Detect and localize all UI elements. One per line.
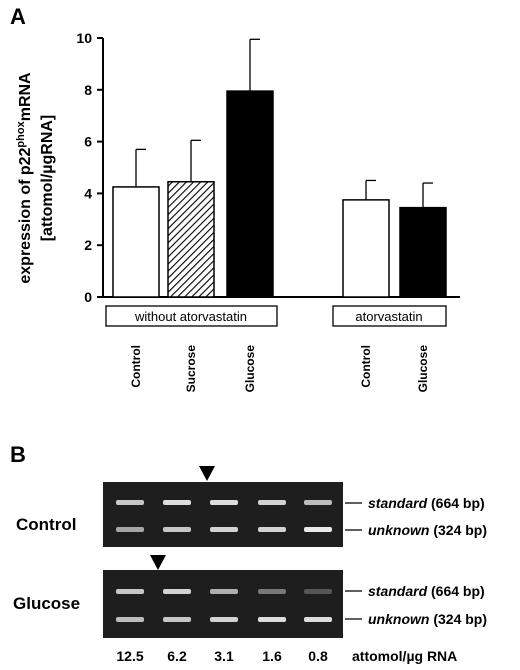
marker-arrow-3-1 [199,466,215,481]
y-label-unit: [attomol/µgRNA] [39,115,56,242]
conc-label: 1.6 [262,648,282,664]
concentration-labels: 12.5 6.2 3.1 1.6 0.8 [116,648,328,664]
gel-band-standard [210,500,238,505]
category-label: Glucose [416,345,430,393]
gel-band-standard [163,589,191,594]
category-labels: Control Sucrose Glucose Control Glucose [129,345,430,393]
conc-label: 3.1 [214,648,234,664]
gel-band-standard [163,500,191,505]
marker-arrow-6-2 [150,555,166,570]
category-label: Control [359,345,373,388]
row-label-glucose: Glucose [13,594,80,613]
y-tick-label: 2 [84,237,92,253]
y-tick-label: 6 [84,134,92,150]
gel-band-unknown [163,617,191,622]
category-label: Glucose [243,345,257,393]
band-label-standard-1: standard (664 bp) [368,495,485,511]
group-label-without: without atorvastatin [134,309,247,324]
bars [112,38,447,298]
group-box-without [105,305,278,327]
gel-control [103,482,343,547]
y-tick-label: 8 [84,82,92,98]
gel-band-unknown [116,617,144,622]
gel-glucose [103,570,343,638]
band-label-standard-2: standard (664 bp) [368,583,485,599]
gel-band-standard [116,500,144,505]
gel-band-unknown [304,527,332,532]
svg-text:expression of p22phoxmRNA: expression of p22phoxmRNA [15,72,34,284]
gel-band-unknown [258,527,286,532]
gel-band-standard [258,500,286,505]
conc-label: 0.8 [308,648,328,664]
bar-sucrose [167,180,215,298]
y-ticks: 0 2 4 6 8 10 [76,30,103,305]
conc-label: 12.5 [116,648,143,664]
gel-band-unknown [304,617,332,622]
category-label: Control [129,345,143,388]
gel-band-standard [258,589,286,594]
gel-band-unknown [163,527,191,532]
y-label-sup: phox [15,120,27,147]
y-axis-label: expression of p22phoxmRNA [attomol/µgRNA… [15,72,56,284]
group-label-atorvastatin: atorvastatin [355,309,422,324]
bar-glucose [399,206,447,298]
gel-band-unknown [210,527,238,532]
y-tick-label: 10 [76,30,92,46]
y-tick-label: 4 [84,185,92,201]
y-label-text-2: mRNA [17,72,34,121]
gel-band-unknown [258,617,286,622]
row-label-control: Control [16,515,76,534]
gel-band-standard [304,500,332,505]
gel-bands [116,500,332,622]
band-label-unknown-2: unknown (324 bp) [368,611,487,627]
y-tick-label: 0 [84,289,92,305]
bar-control [112,186,160,298]
gel-band-standard [304,589,332,594]
bar-control [342,199,390,298]
y-label-text: expression of p22 [17,147,34,283]
gel-band-standard [210,589,238,594]
panel-a-label: A [10,4,26,29]
group-box-atorvastatin [332,305,447,327]
gel-band-standard [116,589,144,594]
gel-band-unknown [116,527,144,532]
gel-band-unknown [210,617,238,622]
panel-b-label: B [10,442,26,467]
conc-label: 6.2 [167,648,187,664]
band-label-unknown-1: unknown (324 bp) [368,522,487,538]
category-label: Sucrose [184,345,198,393]
conc-unit-label: attomol/µg RNA [352,648,457,664]
bar-glucose [226,90,274,298]
